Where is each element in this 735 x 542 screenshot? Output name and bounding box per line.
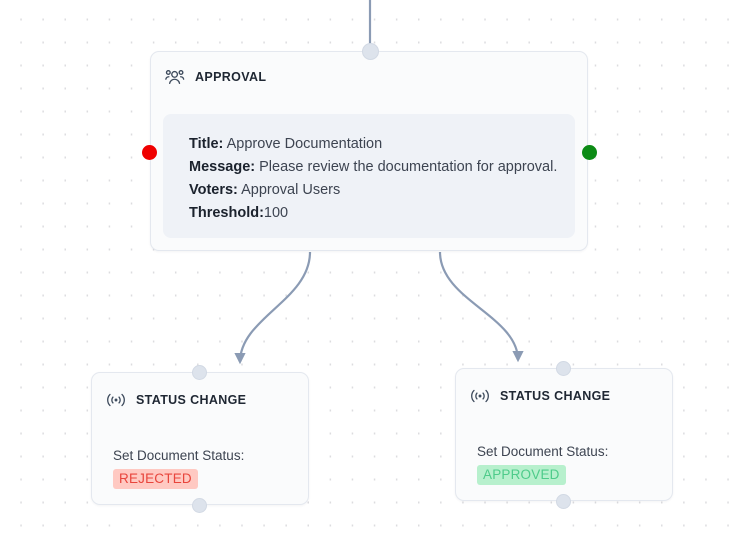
detail-value: Approval Users — [237, 182, 341, 198]
status-rejected-body: Set Document Status: REJECTED — [113, 446, 296, 489]
status-rejected-title: STATUS CHANGE — [136, 393, 247, 407]
node-status-change-approved[interactable]: STATUS CHANGE Set Document Status: APPRO… — [455, 368, 673, 501]
edge-approval-to-approved — [438, 251, 524, 363]
status-rejected-target-handle-top[interactable] — [192, 365, 207, 380]
users-group-icon — [165, 68, 185, 85]
edge-approval-to-rejected — [234, 251, 312, 365]
detail-key: Threshold: — [189, 205, 264, 221]
detail-value: Approve Documentation — [223, 136, 383, 152]
approval-output-handle-reject[interactable] — [142, 145, 157, 160]
approval-node-title: APPROVAL — [195, 69, 267, 84]
approval-output-handle-approve[interactable] — [582, 145, 597, 160]
detail-key: Voters: — [189, 182, 238, 198]
status-approved-header: STATUS CHANGE — [456, 369, 672, 405]
status-approved-target-handle-top[interactable] — [556, 361, 571, 376]
node-status-change-rejected[interactable]: STATUS CHANGE Set Document Status: REJEC… — [91, 372, 309, 505]
approval-node-header: APPROVAL — [151, 52, 587, 85]
node-approval[interactable]: APPROVAL Title: Approve Documentation Me… — [150, 51, 588, 251]
broadcast-signal-icon — [105, 391, 127, 409]
detail-row-voters: Voters: Approval Users — [189, 179, 557, 202]
detail-row-title: Title: Approve Documentation — [189, 133, 557, 156]
detail-key: Message: — [189, 159, 256, 175]
status-badge-approved: APPROVED — [477, 465, 566, 485]
status-rejected-label: Set Document Status: — [113, 448, 245, 463]
status-rejected-header: STATUS CHANGE — [92, 373, 308, 409]
status-approved-body: Set Document Status: APPROVED — [477, 442, 660, 485]
status-approved-title: STATUS CHANGE — [500, 389, 611, 403]
status-approved-source-handle-bottom[interactable] — [556, 494, 571, 509]
approval-detail-panel: Title: Approve Documentation Message: Pl… — [163, 114, 575, 238]
detail-row-message: Message: Please review the documentation… — [189, 156, 557, 179]
detail-key: Title: — [189, 136, 224, 152]
status-badge-rejected: REJECTED — [113, 469, 198, 489]
broadcast-signal-icon — [469, 387, 491, 405]
detail-row-threshold: Threshold:100 — [189, 202, 557, 225]
status-rejected-source-handle-bottom[interactable] — [192, 498, 207, 513]
approval-target-handle-top[interactable] — [362, 43, 379, 60]
detail-value: 100 — [263, 205, 289, 221]
detail-value: Please review the documentation for appr… — [255, 159, 558, 175]
status-approved-label: Set Document Status: — [477, 444, 609, 459]
